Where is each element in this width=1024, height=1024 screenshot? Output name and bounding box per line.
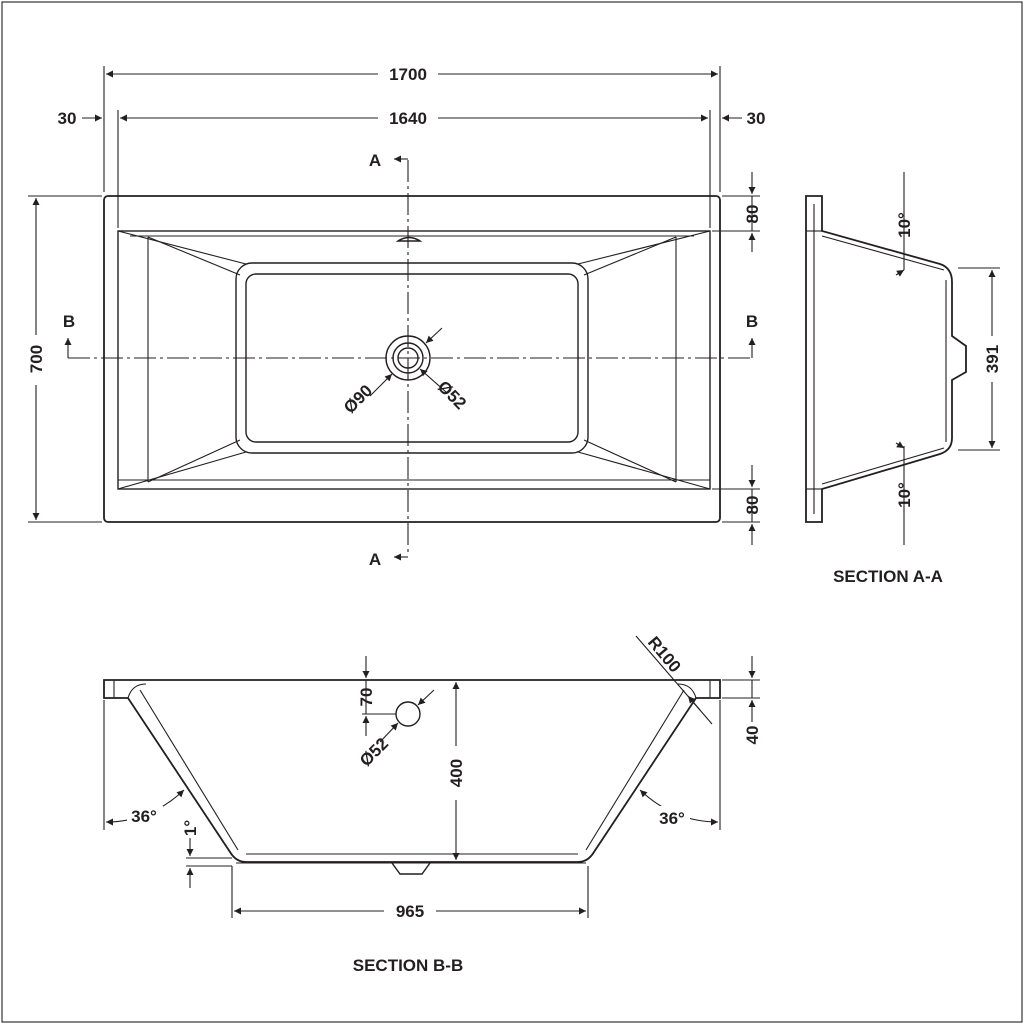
- section-b-title: SECTION B-B: [353, 956, 464, 975]
- section-a-marker-bottom: A: [369, 550, 381, 569]
- section-a-marker-top: A: [369, 151, 381, 170]
- dim-base-length: 965: [396, 902, 424, 921]
- section-a-view: 391 10° 10° SECTION A-A: [805, 172, 1002, 586]
- dim-rim-top: 80: [743, 205, 762, 224]
- angle-floor-slope: 1°: [181, 820, 200, 836]
- dim-radius: R100: [644, 633, 685, 676]
- plan-view: A A B B 1700 1640 30 30 700: [27, 65, 765, 569]
- plan-overflow: [395, 236, 423, 242]
- dim-base-width: 391: [983, 345, 1002, 373]
- dim-overall-width: 700: [27, 345, 46, 373]
- section-b-view: 400 70 Ø52 R100 40 36° 36°: [103, 633, 762, 975]
- angle-left: 36°: [131, 807, 157, 826]
- dim-depth: 400: [447, 759, 466, 787]
- section-b-marker-left: B: [63, 312, 75, 331]
- dim-overall-length: 1700: [389, 65, 427, 84]
- dim-rim-left: 30: [58, 109, 77, 128]
- angle-right: 36°: [659, 809, 685, 828]
- angle-top: 10°: [895, 212, 914, 238]
- dim-overflow-offset: 70: [357, 688, 376, 707]
- plan-inner-rim: [117, 230, 711, 490]
- dim-rim-right: 30: [747, 109, 766, 128]
- plan-outer-rim: [103, 195, 721, 523]
- section-b-marker-right: B: [746, 312, 758, 331]
- section-b-drain: [391, 862, 431, 875]
- angle-bottom: 10°: [895, 482, 914, 508]
- section-a-title: SECTION A-A: [833, 567, 943, 586]
- dim-inner-length: 1640: [389, 109, 427, 128]
- dim-rim-height: 40: [743, 726, 762, 745]
- dim-rim-bottom: 80: [743, 496, 762, 515]
